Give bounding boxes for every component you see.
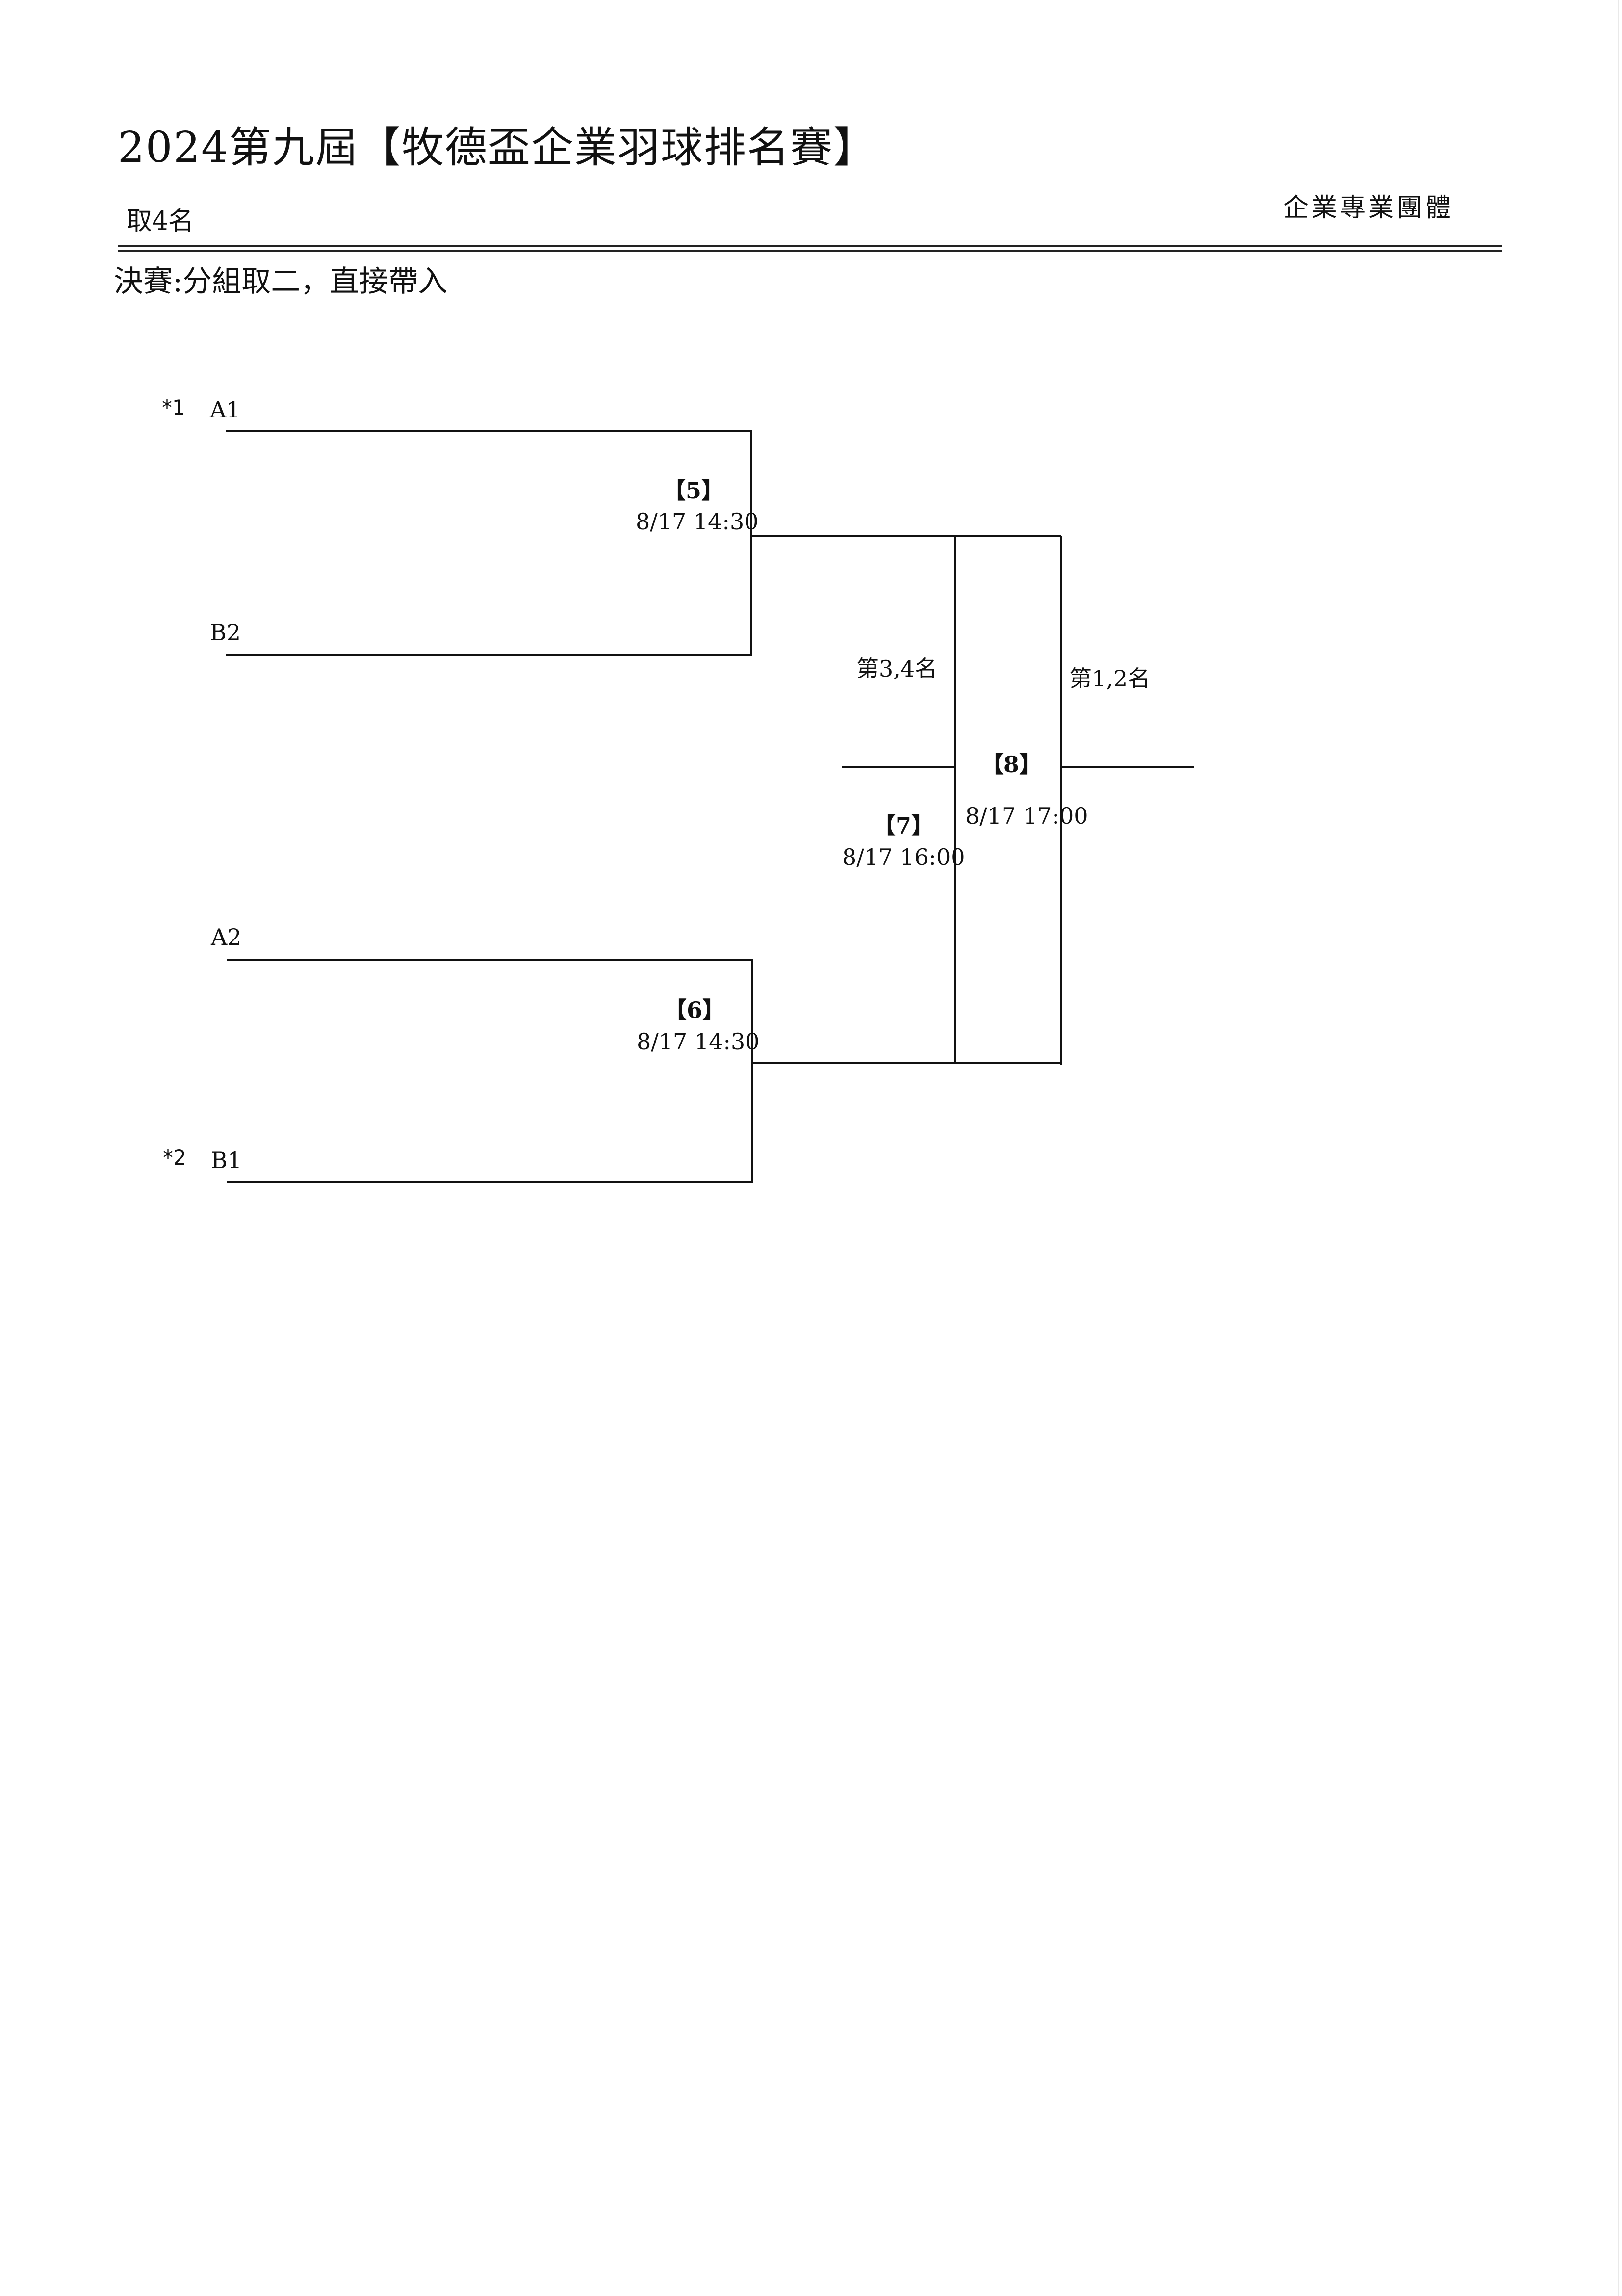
match-time-7: 8/17 16:00 — [842, 844, 965, 870]
entry-b2: B2 — [210, 619, 241, 646]
entry-a1: A1 — [210, 396, 241, 423]
match-time-6: 8/17 14:30 — [637, 1028, 760, 1055]
seed-mark: *2 — [163, 1146, 186, 1170]
match-number-8: 【8】 — [981, 751, 1042, 778]
match-time-8: 8/17 17:00 — [965, 803, 1088, 829]
page-subtitle: 取4名 — [127, 207, 194, 236]
match-number-6: 【6】 — [664, 997, 725, 1023]
match-number-5: 【5】 — [663, 477, 724, 504]
header-rule-top — [118, 245, 1502, 247]
entry-b1: B1 — [211, 1147, 242, 1174]
place-1-2-label: 第1,2名 — [1069, 665, 1151, 692]
seed-mark: *1 — [162, 395, 185, 419]
format-note: 決賽:分組取二，直接帶入 — [114, 264, 448, 299]
header-rule-bottom — [118, 250, 1502, 252]
match-time-5: 8/17 14:30 — [636, 508, 759, 535]
category-label: 企業專業團體 — [1283, 193, 1454, 223]
entry-a2: A2 — [211, 924, 242, 950]
page-title: 2024第九屆【牧德盃企業羽球排名賽】 — [118, 123, 876, 172]
place-3-4-label: 第3,4名 — [856, 655, 938, 682]
match-number-7: 【7】 — [873, 812, 934, 839]
scan-edge — [1618, 0, 1619, 2296]
